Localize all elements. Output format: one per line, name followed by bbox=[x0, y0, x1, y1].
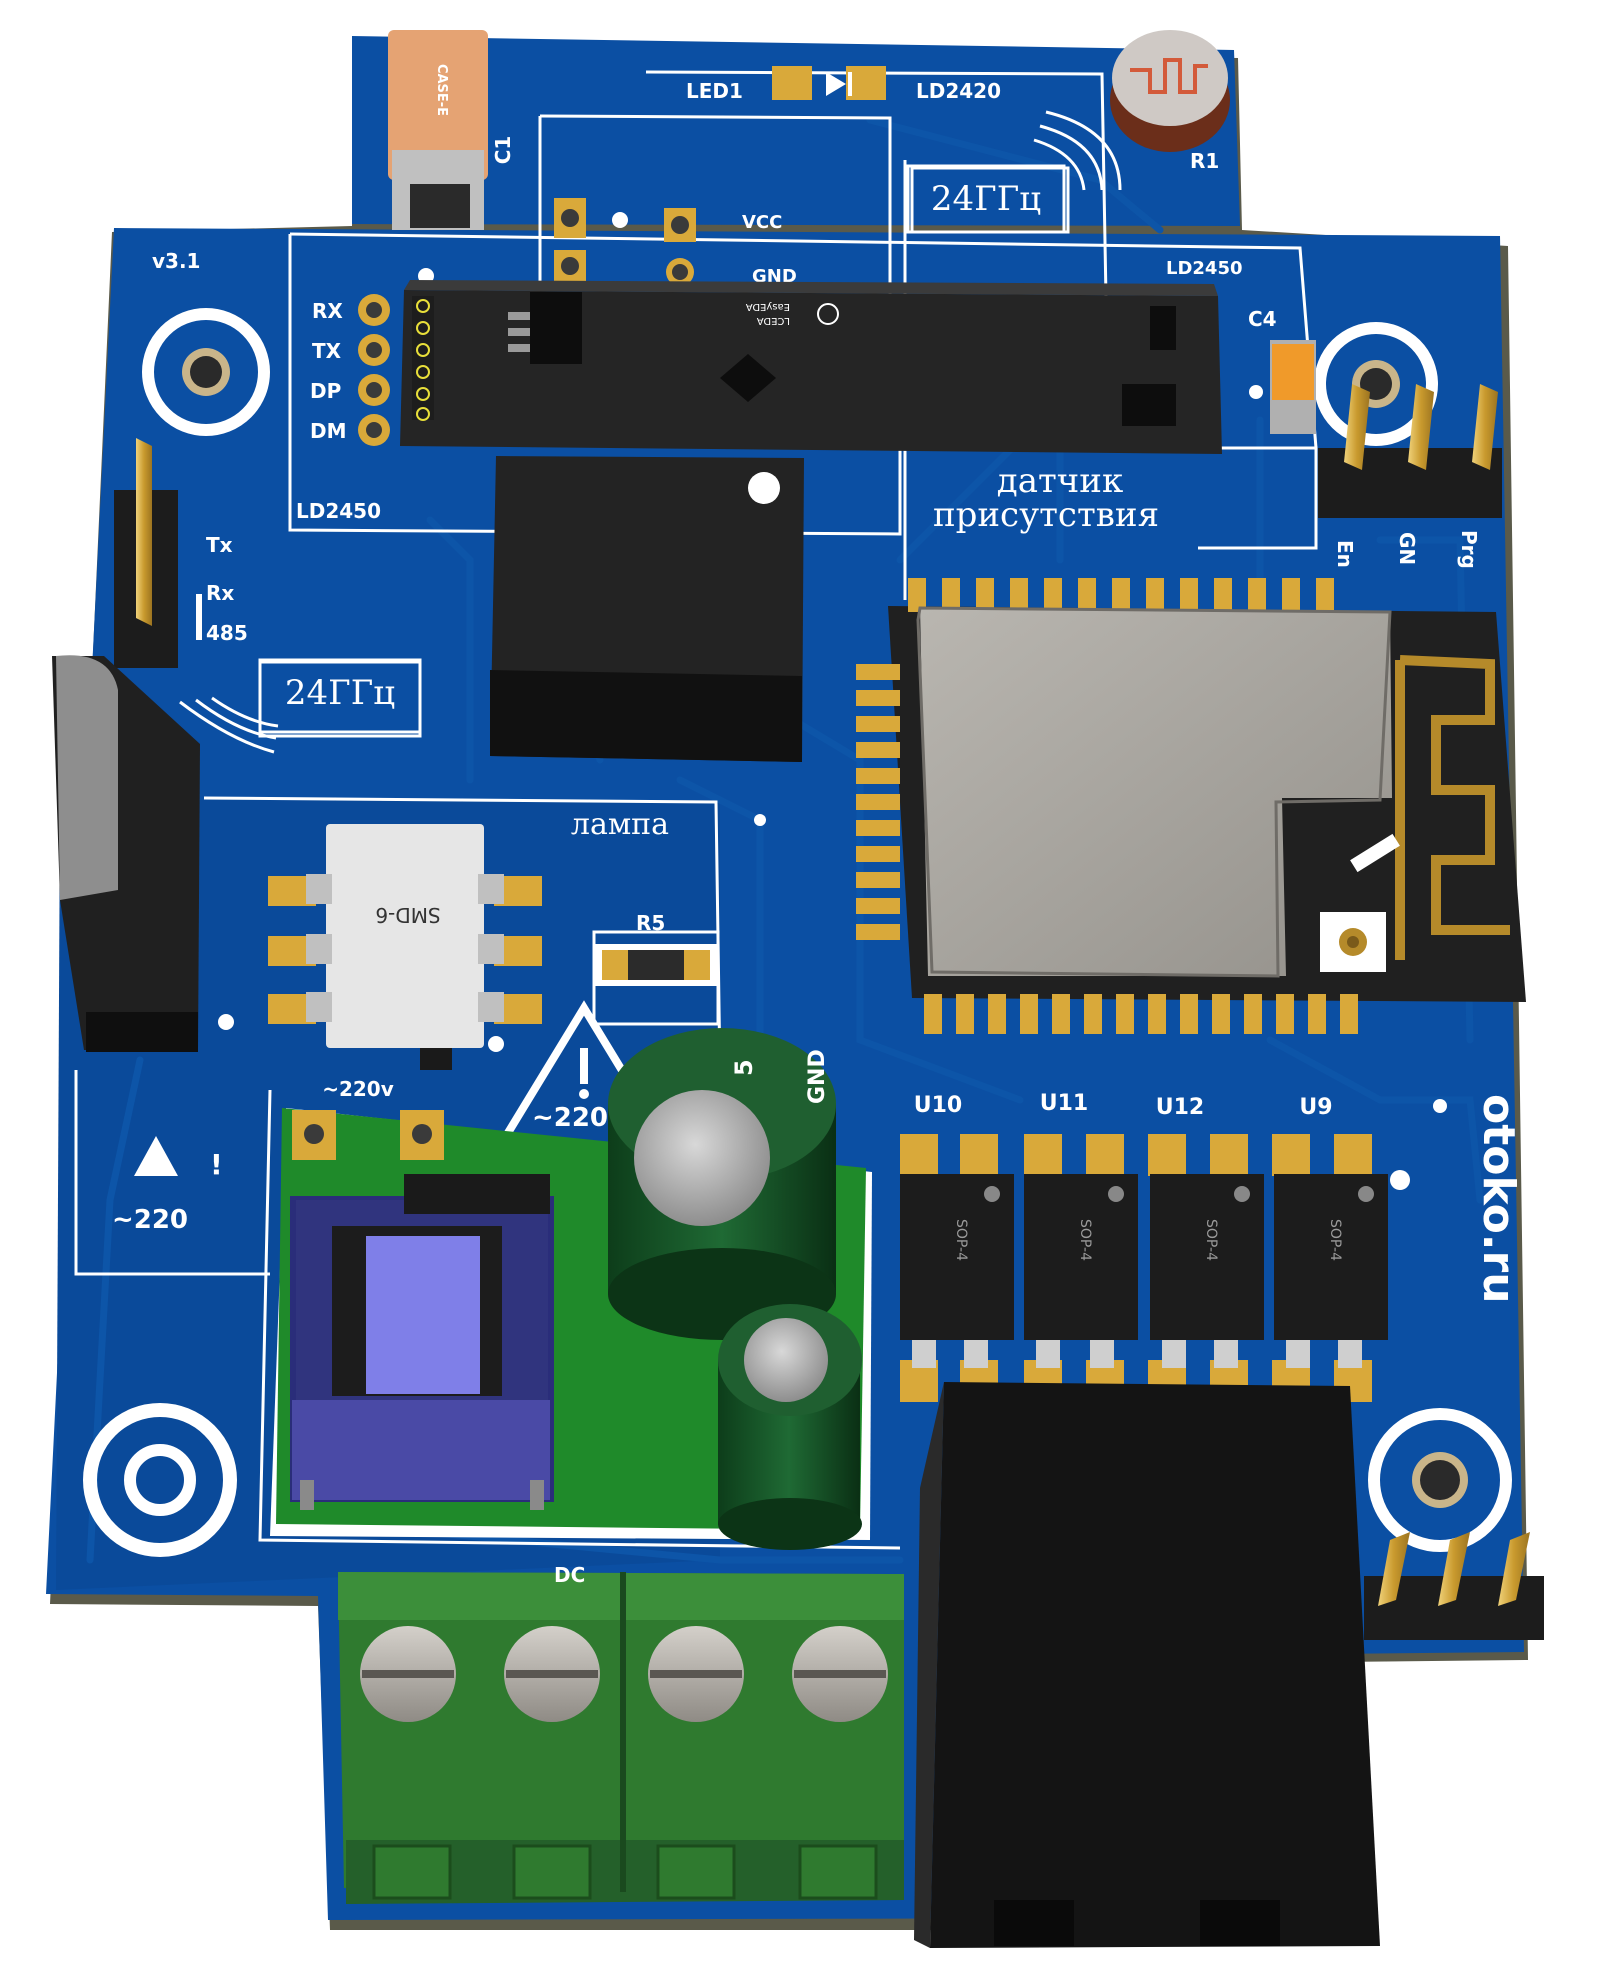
dc-label: DC bbox=[554, 1563, 585, 1587]
optocoupler-smd6 bbox=[268, 824, 542, 1070]
esp32-module bbox=[856, 578, 1526, 1034]
u9-label: U9 bbox=[1299, 1095, 1332, 1120]
gnd-side-label: GND bbox=[805, 1049, 830, 1104]
voltage-regulator bbox=[52, 655, 200, 1052]
easyeda-text-1: LCEDA bbox=[757, 315, 790, 326]
freq-label-top: 24ГГц bbox=[931, 179, 1041, 219]
rx-label: RX bbox=[312, 299, 343, 323]
smd6-label: SMD-6 bbox=[375, 903, 440, 927]
u11-label: U11 bbox=[1040, 1091, 1088, 1116]
case-e-label: CASE-E bbox=[434, 64, 449, 116]
j2-485-label: 485 bbox=[206, 621, 248, 645]
freq-label-left: 24ГГц bbox=[285, 673, 395, 713]
u10-label: U10 bbox=[914, 1093, 962, 1118]
website-label: otoko.ru bbox=[1473, 1094, 1524, 1304]
sop4-optocouplers bbox=[900, 1134, 1388, 1402]
relay bbox=[914, 1382, 1380, 1948]
led1-label: LED1 bbox=[686, 79, 743, 103]
lamp-label: лампа bbox=[571, 807, 669, 842]
r1-label: R1 bbox=[1190, 149, 1219, 173]
vcc-label: VCC bbox=[742, 212, 782, 233]
ac220v-label: ~220v bbox=[322, 1077, 394, 1101]
warning-small-icon bbox=[134, 1136, 178, 1176]
dm-label: DM bbox=[310, 419, 347, 443]
ld2450-bottom-label: LD2450 bbox=[296, 499, 381, 523]
ds1820-pin-header bbox=[1364, 1532, 1544, 1640]
mounting-hole bbox=[142, 308, 270, 436]
electrolytic-capacitor-small bbox=[718, 1304, 862, 1550]
u12-label: U12 bbox=[1156, 1095, 1204, 1120]
presence-label-line2: присутствия bbox=[933, 495, 1159, 535]
excl-label: ! bbox=[210, 1148, 223, 1181]
sop4-label-u10: SOP-4 bbox=[953, 1219, 969, 1261]
resistor-r5 bbox=[594, 944, 718, 986]
led1 bbox=[772, 66, 886, 100]
gn-label: GN bbox=[1395, 532, 1419, 565]
prg-label: Prg bbox=[1457, 530, 1481, 569]
dp-label: DP bbox=[310, 379, 341, 403]
ld2420-label: LD2420 bbox=[916, 79, 1001, 103]
black-relay-module bbox=[490, 456, 804, 762]
photoresistor-r1 bbox=[1110, 30, 1230, 152]
ds1820-label: DS1820 bbox=[1531, 1430, 1571, 1567]
en-label: En bbox=[1333, 540, 1357, 568]
version-label: v3.1 bbox=[152, 249, 200, 273]
sop4-label-u11: SOP-4 bbox=[1077, 1219, 1093, 1261]
pin-header-j2 bbox=[114, 438, 202, 668]
capacitor-c1: CASE-E bbox=[388, 30, 488, 230]
capacitor-c4 bbox=[1270, 340, 1316, 434]
ld2450-pin-pads bbox=[358, 294, 390, 446]
electrolytic-capacitor-large bbox=[608, 1028, 836, 1340]
ld2450-radar-module bbox=[400, 280, 1222, 454]
presence-label-line1: датчик bbox=[997, 461, 1123, 501]
easyeda-logo-icon: LCEDA EasyEDA bbox=[746, 301, 839, 326]
c4-label: C4 bbox=[1248, 307, 1277, 331]
mounting-hole bbox=[83, 1403, 237, 1557]
mounting-hole bbox=[1368, 1408, 1512, 1552]
ld2450-top-label: LD2450 bbox=[1166, 258, 1243, 279]
r5-label: R5 bbox=[636, 911, 665, 935]
radar-waves-icon bbox=[179, 110, 1122, 754]
vias bbox=[218, 212, 1447, 1190]
header-pads bbox=[554, 198, 696, 286]
sop4-label-u12: SOP-4 bbox=[1203, 1219, 1219, 1261]
freq-box-top bbox=[906, 164, 1066, 234]
freq-box-left bbox=[258, 658, 422, 734]
c1-label: C1 bbox=[491, 136, 515, 165]
gnd-label: GND bbox=[752, 266, 797, 287]
screw-terminal-block bbox=[338, 1572, 904, 1904]
easyeda-text-2: EasyEDA bbox=[746, 301, 790, 312]
sop4-label-u9: SOP-4 bbox=[1327, 1219, 1343, 1261]
five-label: 5 bbox=[730, 1059, 758, 1076]
tx-label: TX bbox=[312, 339, 342, 363]
ac220-triangle-label: ~220 bbox=[532, 1103, 608, 1133]
pin-header-en-gn-prg bbox=[1318, 384, 1502, 518]
j2-rx-label: Rx bbox=[206, 581, 234, 605]
ac220-left-label: ~220 bbox=[112, 1205, 188, 1235]
j2-tx-label: Tx bbox=[206, 533, 233, 557]
io-label: IO2 bbox=[1562, 1604, 1578, 1631]
